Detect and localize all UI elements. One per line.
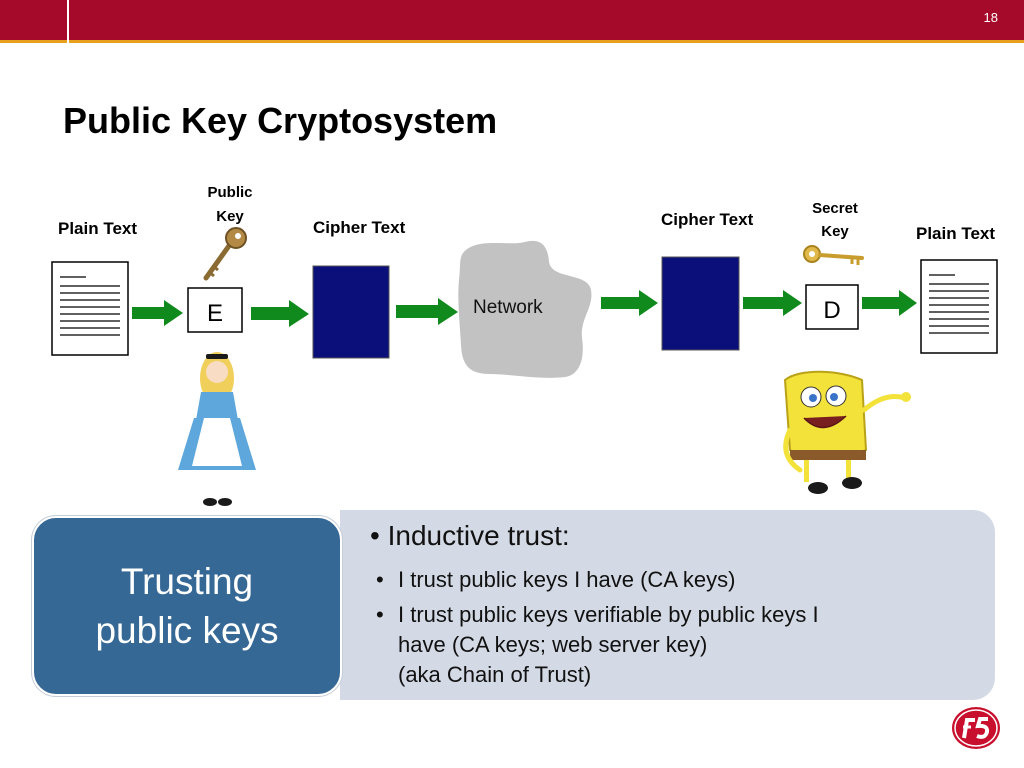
header-bar	[0, 0, 1024, 40]
public-key-label-line2: Key	[216, 208, 244, 225]
bullet-icon: •	[376, 602, 384, 627]
header-accent-line	[0, 40, 1024, 43]
public-key-icon	[203, 227, 247, 281]
arrow-doc-to-encrypt	[132, 300, 183, 326]
trust-item-chain-of-trust: • I trust public keys verifiable by publ…	[376, 602, 819, 687]
slide-number: 18	[983, 10, 998, 25]
encrypt-box	[187, 287, 243, 333]
arrow-cipher-to-decrypt	[743, 290, 802, 316]
plain-text-left-label: Plain Text	[58, 219, 137, 238]
header-separator	[67, 0, 69, 46]
arrow-encrypt-to-cipher	[251, 300, 309, 327]
arrow-cipher-to-network	[396, 298, 458, 325]
bullet-icon: •	[376, 567, 384, 592]
slide-title: Public Key Cryptosystem	[63, 100, 498, 141]
cipher-text-left-label: Cipher Text	[313, 218, 406, 237]
network-cloud-icon	[458, 240, 592, 378]
plain-document-right-icon	[920, 259, 998, 354]
cipher-block-left	[312, 265, 390, 359]
encrypt-label: E	[207, 300, 223, 327]
cipher-text-right-label: Cipher Text	[661, 210, 754, 229]
bullet-icon: •	[370, 520, 388, 551]
public-key-label-line1: Public	[207, 184, 252, 201]
network-label: Network	[473, 297, 543, 318]
spongebob-character-icon	[783, 370, 911, 494]
secret-key-icon	[803, 245, 864, 265]
inductive-trust-panel: • Inductive trust: • I trust public keys…	[340, 510, 995, 700]
inductive-trust-heading: • Inductive trust:	[370, 520, 570, 551]
secret-key-label-line1: Secret	[812, 200, 858, 217]
secret-key-label-line2: Key	[821, 223, 849, 240]
arrow-decrypt-to-doc	[862, 290, 917, 316]
alice-character-icon	[178, 352, 256, 506]
cipher-block-right	[661, 256, 740, 351]
f5-logo-icon	[952, 707, 1000, 749]
crypto-diagram: Plain Text Public Key Cipher Text Cipher…	[51, 184, 998, 506]
arrow-network-to-cipher	[601, 290, 658, 316]
plain-text-right-label: Plain Text	[916, 224, 995, 243]
trusting-public-keys-box: Trusting public keys	[32, 516, 342, 696]
decrypt-box	[805, 284, 859, 330]
decrypt-label: D	[823, 297, 840, 324]
plain-document-left-icon	[51, 261, 129, 356]
trust-item-ca-keys: • I trust public keys I have (CA keys)	[376, 565, 735, 595]
